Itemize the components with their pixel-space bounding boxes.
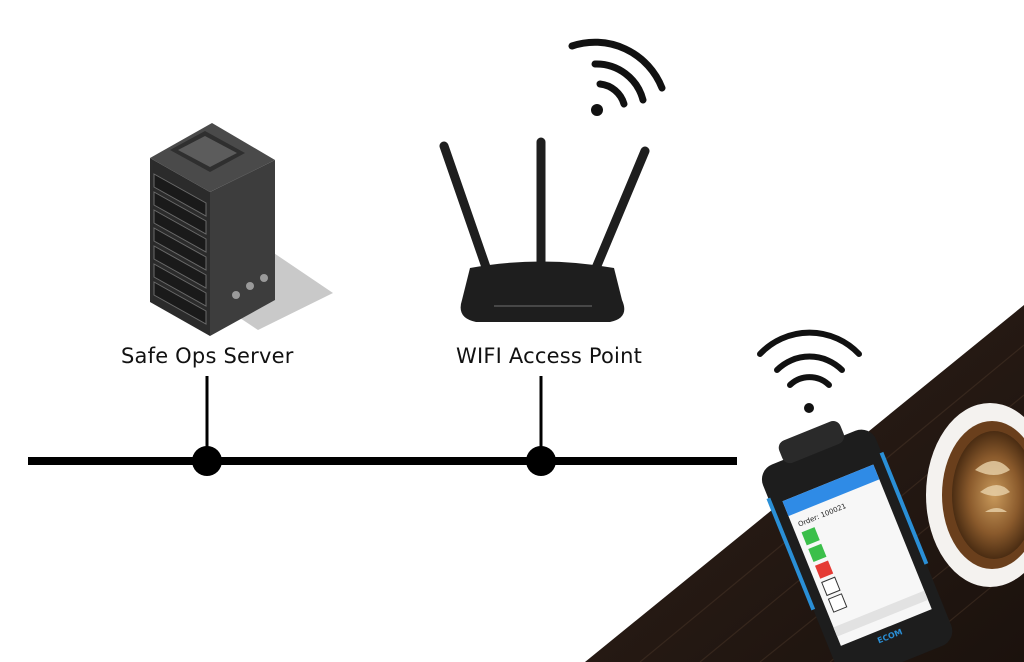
- device-check-5: [827, 593, 848, 613]
- server-label: Safe Ops Server: [121, 344, 294, 368]
- device-check-3: [815, 560, 834, 579]
- device-check-2: [808, 543, 827, 563]
- ap-junction: [526, 446, 556, 476]
- server-junction: [192, 446, 222, 476]
- device-wifi-signal-icon: [757, 329, 862, 413]
- handheld-device-icon: Order: 100021 ECOM: [761, 421, 953, 662]
- coffee-cup-icon: [926, 403, 1024, 587]
- device-checklist: [801, 527, 848, 613]
- router-icon: [439, 137, 650, 322]
- server-icon: [150, 123, 333, 336]
- device-check-1: [801, 527, 820, 546]
- wifi-signal-icon: [568, 38, 666, 116]
- device-check-4: [821, 576, 841, 597]
- network-bus: [28, 376, 737, 476]
- access-point-label: WIFI Access Point: [456, 344, 643, 368]
